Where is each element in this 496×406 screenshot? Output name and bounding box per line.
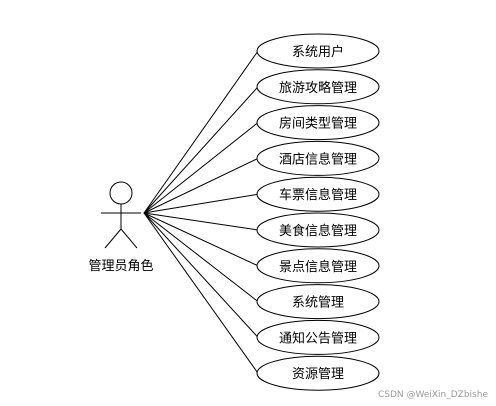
association-line — [143, 212, 259, 374]
use-case: 旅游攻略管理 — [256, 69, 380, 105]
association-line — [143, 212, 259, 338]
use-case-label: 系统用户 — [292, 44, 344, 60]
association-line — [143, 157, 259, 214]
use-case: 系统管理 — [256, 284, 380, 320]
association-line — [143, 50, 259, 214]
use-case-label: 通知公告管理 — [279, 330, 357, 346]
use-case-label: 美食信息管理 — [279, 223, 357, 239]
use-cases: 系统用户旅游攻略管理房间类型管理酒店信息管理车票信息管理美食信息管理景点信息管理… — [256, 33, 380, 391]
association-line — [143, 212, 259, 302]
use-case: 景点信息管理 — [256, 248, 380, 284]
use-case-ellipse — [256, 212, 380, 248]
association-line — [143, 86, 259, 214]
association-line — [143, 193, 259, 214]
use-case-ellipse — [256, 176, 380, 212]
use-case: 酒店信息管理 — [256, 140, 380, 176]
use-case: 车票信息管理 — [256, 176, 380, 212]
use-case-ellipse — [256, 319, 380, 355]
use-case-ellipse — [256, 105, 380, 141]
actor: 管理员角色 — [88, 181, 154, 274]
use-case: 美食信息管理 — [256, 212, 380, 248]
use-case-ellipse — [256, 284, 380, 320]
association-line — [143, 122, 259, 214]
use-case: 资源管理 — [256, 355, 380, 391]
use-case-ellipse — [256, 140, 380, 176]
use-case-label: 房间类型管理 — [279, 116, 357, 132]
association-line — [143, 212, 259, 267]
use-case: 系统用户 — [256, 33, 380, 69]
association-lines — [143, 50, 259, 374]
use-case-ellipse — [256, 69, 380, 105]
association-line — [143, 212, 259, 231]
use-case: 通知公告管理 — [256, 319, 380, 355]
actor-right-leg — [120, 228, 138, 249]
actor-label: 管理员角色 — [88, 258, 153, 274]
use-case-label: 旅游攻略管理 — [279, 80, 357, 96]
watermark: CSDN @WeiXin_DZbishe — [377, 390, 488, 400]
use-case-ellipse — [256, 355, 380, 391]
use-case-ellipse — [256, 33, 380, 69]
actor-left-leg — [104, 228, 122, 249]
use-case-label: 系统管理 — [292, 296, 344, 311]
use-case-ellipse — [256, 248, 380, 284]
use-case-label: 资源管理 — [292, 367, 344, 382]
use-case-label: 景点信息管理 — [279, 259, 357, 275]
actor-head — [109, 181, 133, 205]
use-case: 房间类型管理 — [256, 105, 380, 141]
use-case-label: 车票信息管理 — [279, 187, 357, 203]
use-case-label: 酒店信息管理 — [279, 151, 357, 167]
